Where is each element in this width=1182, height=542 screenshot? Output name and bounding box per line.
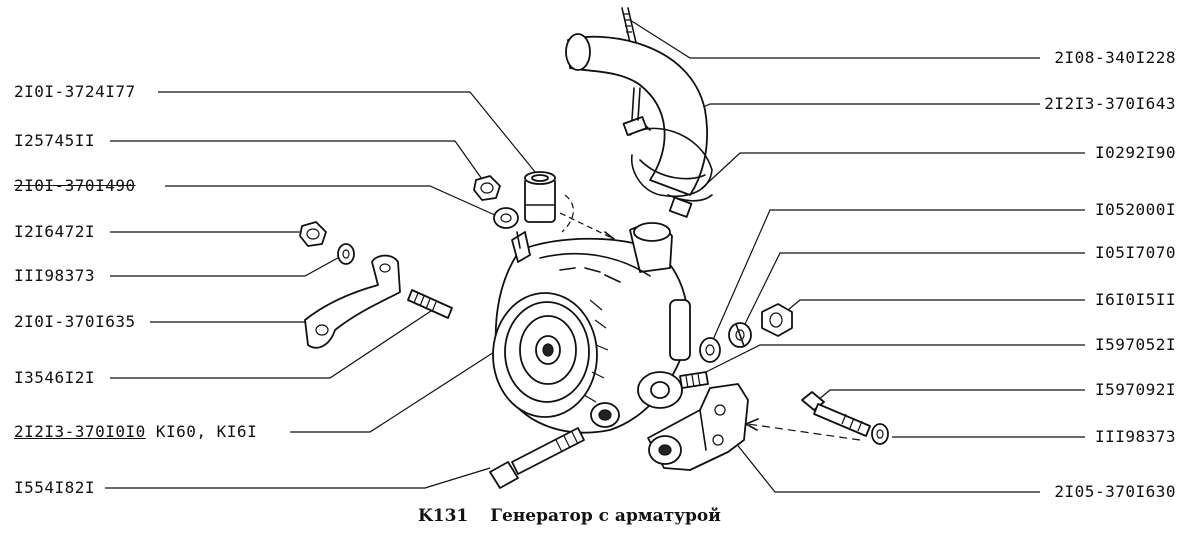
part-label-r3: I0292I90 [1094, 143, 1176, 162]
part-label-l3: 2I0I-370I490 [14, 176, 136, 195]
part-label-r7: I597052I [1094, 335, 1176, 354]
figure-code: K131 [418, 506, 469, 526]
part-label-l5: III98373 [14, 266, 96, 285]
part-label-l1: 2I0I-3724I77 [14, 82, 136, 101]
hose-clamp [667, 194, 713, 218]
part-label-r6: I6I0I5II [1094, 290, 1176, 309]
nut-left [299, 221, 327, 247]
part-label-l4: I2I6472I [14, 222, 96, 241]
part-label-r1: 2I08-340I228 [1054, 48, 1176, 67]
nut-small-top [473, 175, 501, 201]
part-label-r5: I05I7070 [1094, 243, 1176, 262]
stud-left [407, 289, 453, 319]
figure-title: Генератор с арматурой [490, 506, 721, 526]
leader-r1 [629, 19, 1040, 59]
nut-right [761, 303, 793, 337]
leader-r8 [817, 389, 1085, 401]
leader-lines-right [629, 19, 1085, 493]
fitting-elbow [524, 171, 556, 223]
leader-r4 [711, 209, 1085, 343]
part-label-l2: I25745II [14, 131, 96, 150]
part-label-r8: I597092I [1094, 380, 1176, 399]
leader-l7 [110, 304, 441, 379]
part-label-l8: 2I2I3-370I0I0 KI60, KI6I [14, 422, 257, 442]
bolt-long [489, 427, 585, 489]
leader-r7 [689, 344, 1085, 381]
leader-l1 [158, 91, 541, 179]
leader-l3 [165, 185, 498, 217]
bracket-strap [304, 254, 401, 349]
bolt-short [679, 371, 709, 389]
assembly-arrow-bottom [745, 418, 861, 441]
part-label-l6: 2I0I-370I635 [14, 312, 136, 331]
generator-mount-eye [590, 402, 620, 428]
spring-washer [728, 322, 752, 348]
leader-l8 [290, 344, 506, 433]
part-label-l8-code: 2I2I3-370I0I0 [14, 422, 146, 441]
part-label-r9: III98373 [1094, 427, 1176, 446]
part-label-l9: I554I82I [14, 478, 96, 497]
generator-pulley [492, 292, 609, 418]
part-label-r4: I052000I [1094, 200, 1176, 219]
part-label-l8-suffix: KI60, KI6I [145, 422, 258, 441]
part-label-l7: I3546I2I [14, 368, 96, 387]
washer-top [493, 207, 519, 229]
leader-l5 [110, 253, 346, 277]
washer-left [337, 243, 355, 265]
leader-r2 [691, 103, 1040, 113]
leader-l9 [105, 467, 491, 489]
leader-lines-left [105, 91, 541, 489]
bolt-right [801, 391, 889, 445]
leader-r6 [787, 299, 1085, 311]
leader-r3 [699, 152, 1085, 191]
part-label-r10: 2I05-370I630 [1054, 482, 1176, 501]
assembly-arrow-top [559, 194, 615, 241]
bracket-lower [647, 383, 749, 471]
figure-caption: K131 Генератор с арматурой [418, 506, 743, 526]
washer-right-a [699, 337, 721, 363]
part-label-r2: 2I2I3-370I643 [1044, 94, 1176, 113]
leader-r10 [734, 441, 1040, 493]
hose [565, 33, 713, 197]
leader-l2 [110, 140, 485, 183]
leader-r5 [741, 252, 1085, 331]
